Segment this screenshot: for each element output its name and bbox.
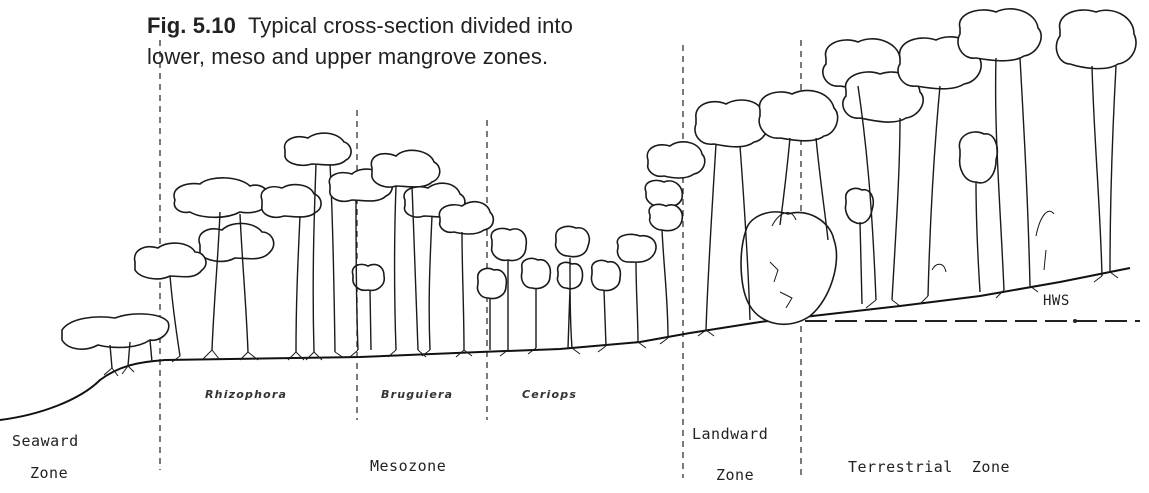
ceriops-trees [477, 226, 656, 356]
hws-label: HWS [1043, 293, 1070, 309]
genus-label-bruguiera: Bruguiera [381, 388, 453, 401]
zone-label-terrestrial: Terrestrial Zone [848, 458, 1010, 476]
zone-label-seaward-line2: Zone [30, 464, 68, 482]
caption-text-1: Typical cross-section divided into [248, 13, 573, 38]
zone-label-mesozone: Mesozone [370, 457, 446, 475]
zone-label-seaward-line1: Seaward [12, 432, 79, 450]
zone-label-landward-line2: Zone [716, 466, 754, 484]
hws-marker-dot [1073, 319, 1077, 323]
caption-line-2: lower, meso and upper mangrove zones. [147, 41, 573, 72]
figure-number: Fig. 5.10 [147, 13, 236, 38]
genus-label-rhizophora: Rhizophora [205, 388, 287, 401]
figure-caption: Fig. 5.10 Typical cross-section divided … [147, 10, 573, 72]
zone-label-landward-line1: Landward [692, 425, 768, 443]
terrestrial-trees [823, 9, 1136, 308]
bruguiera-trees [329, 150, 493, 357]
caption-line-1: Fig. 5.10 Typical cross-section divided … [147, 10, 573, 41]
seaward-vegetation [62, 314, 169, 376]
genus-label-ceriops: Ceriops [522, 388, 577, 401]
landward-trees [645, 90, 837, 344]
